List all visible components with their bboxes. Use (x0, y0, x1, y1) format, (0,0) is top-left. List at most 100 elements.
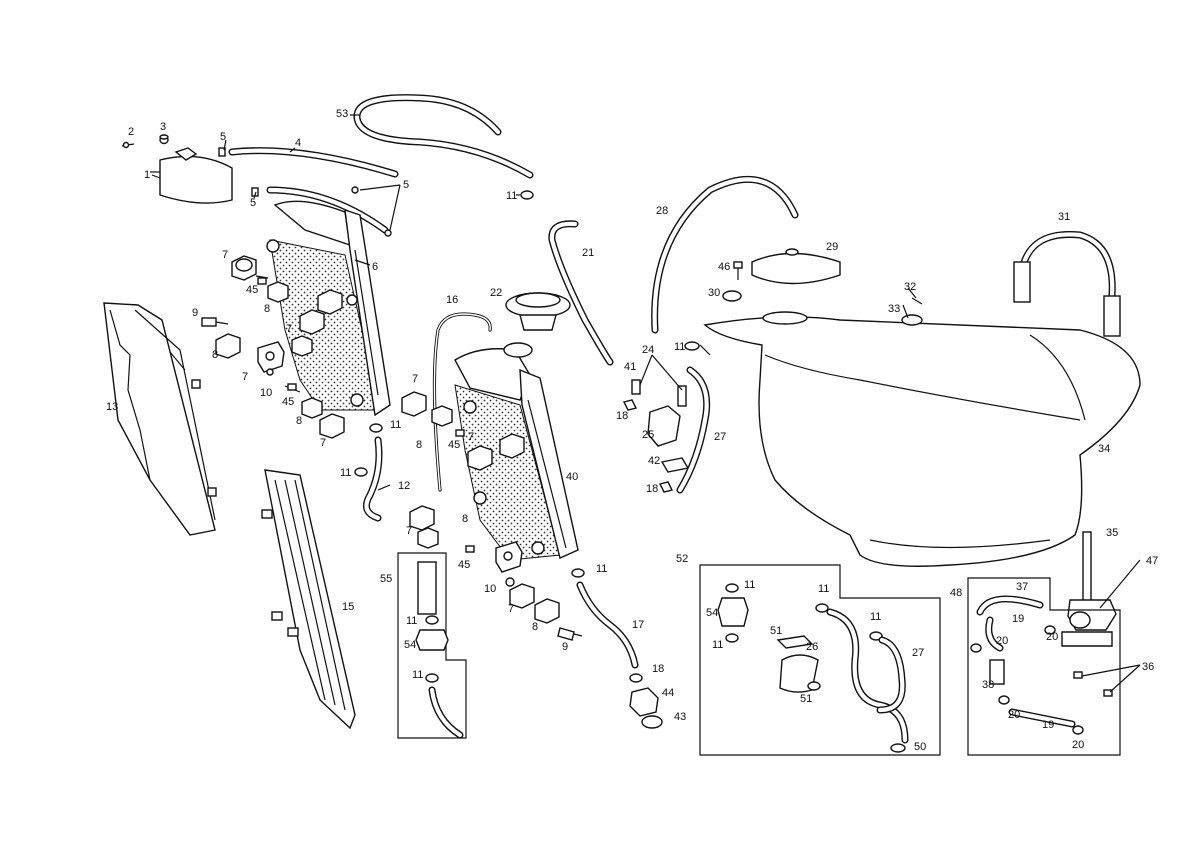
callout-8: 8 (212, 349, 218, 361)
bracket-part-right (495, 541, 523, 587)
callout-51: 51 (770, 625, 782, 637)
fastener-part-32 (901, 297, 923, 326)
callout-5: 5 (403, 179, 409, 191)
callout-52: 52 (676, 553, 688, 565)
callout-11: 11 (412, 669, 423, 681)
callout-11: 11 (596, 563, 607, 575)
washer-part-30 (722, 290, 742, 302)
callout-8: 8 (264, 303, 270, 315)
callout-2: 2 (128, 126, 134, 138)
callout-1: 1 (144, 169, 150, 181)
callout-42: 42 (648, 455, 660, 467)
callout-19: 19 (1042, 719, 1054, 731)
callout-5: 5 (250, 197, 256, 209)
callout-10: 10 (484, 583, 496, 595)
callout-31: 31 (1058, 211, 1070, 223)
callout-35: 35 (1106, 527, 1118, 539)
callout-7: 7 (242, 371, 248, 383)
fuel-tank-part (703, 311, 1141, 567)
callout-55: 55 (380, 573, 392, 585)
callout-16: 16 (446, 294, 458, 306)
callout-7: 7 (320, 437, 326, 449)
callout-45: 45 (448, 439, 460, 451)
callout-24: 24 (642, 344, 654, 356)
fuel-cap-part (751, 248, 841, 285)
upper-hose-part-21 (548, 220, 614, 366)
fuel-tap-part (1061, 531, 1117, 647)
callout-7: 7 (412, 373, 418, 385)
left-shroud-part (103, 302, 217, 536)
callout-36: 36 (1142, 661, 1154, 673)
callout-17: 17 (632, 619, 644, 631)
callout-11: 11 (744, 579, 755, 591)
callout-12: 12 (398, 480, 410, 492)
callout-8: 8 (532, 621, 538, 633)
radiator-cover-part (150, 147, 233, 204)
callout-54: 54 (706, 607, 718, 619)
callout-26: 26 (806, 641, 818, 653)
callout-34: 34 (1098, 443, 1110, 455)
hose-clamp-part (520, 190, 534, 200)
callout-11: 11 (870, 611, 881, 623)
bracket-part-left (257, 341, 285, 376)
callout-43: 43 (674, 711, 686, 723)
callout-51: 51 (800, 693, 812, 705)
callout-8: 8 (416, 439, 422, 451)
callout-20: 20 (1008, 709, 1020, 721)
grommet-group-right (401, 391, 583, 641)
callout-7: 7 (508, 603, 514, 615)
callout-20: 20 (1072, 739, 1084, 751)
right-radiator-part (454, 342, 579, 561)
callout-11: 11 (506, 190, 517, 202)
callout-9: 9 (562, 641, 568, 653)
callout-18: 18 (652, 663, 664, 675)
callout-30: 30 (708, 287, 720, 299)
callout-9: 9 (192, 307, 198, 319)
callout-15: 15 (342, 601, 354, 613)
tank-strap-part (1013, 230, 1121, 337)
callout-20: 20 (996, 635, 1008, 647)
callout-21: 21 (582, 247, 594, 259)
callout-11: 11 (818, 583, 829, 595)
callout-41: 41 (624, 361, 636, 373)
callout-22: 22 (490, 287, 502, 299)
callout-19: 19 (1012, 613, 1024, 625)
callout-4: 4 (295, 137, 301, 149)
callout-7: 7 (468, 431, 474, 443)
callout-37: 37 (1016, 581, 1028, 593)
callout-11: 11 (390, 419, 401, 431)
detail-box-55 (397, 552, 467, 739)
callout-44: 44 (662, 687, 674, 699)
louvre-part (261, 469, 356, 730)
radiator-cap-part (505, 292, 571, 331)
callout-18: 18 (616, 410, 628, 422)
callout-8: 8 (296, 415, 302, 427)
callout-38: 38 (982, 679, 994, 691)
callout-11: 11 (406, 615, 417, 627)
overflow-hose-part (353, 94, 534, 179)
callout-7: 7 (406, 525, 412, 537)
callout-46: 46 (718, 261, 730, 273)
callout-11: 11 (674, 341, 685, 353)
breather-hose-part (218, 147, 399, 237)
callout-48: 48 (950, 587, 962, 599)
callout-32: 32 (904, 281, 916, 293)
nut-part (159, 134, 169, 145)
hose-part-27 (676, 366, 711, 494)
left-radiator-part (266, 200, 391, 417)
leader-lines (151, 114, 1141, 693)
callout-10: 10 (260, 387, 272, 399)
callout-6: 6 (372, 261, 378, 273)
thermo-housing-parts (622, 341, 700, 493)
lower-hose-part-12 (354, 423, 383, 522)
callout-33: 33 (888, 303, 900, 315)
callout-3: 3 (160, 121, 166, 133)
callout-27: 27 (714, 431, 726, 443)
callout-18: 18 (646, 483, 658, 495)
lower-hose-part-17 (571, 568, 663, 729)
callout-11: 11 (340, 467, 351, 479)
callout-45: 45 (458, 559, 470, 571)
detail-box-52 (699, 564, 941, 756)
callout-53: 53 (336, 108, 348, 120)
